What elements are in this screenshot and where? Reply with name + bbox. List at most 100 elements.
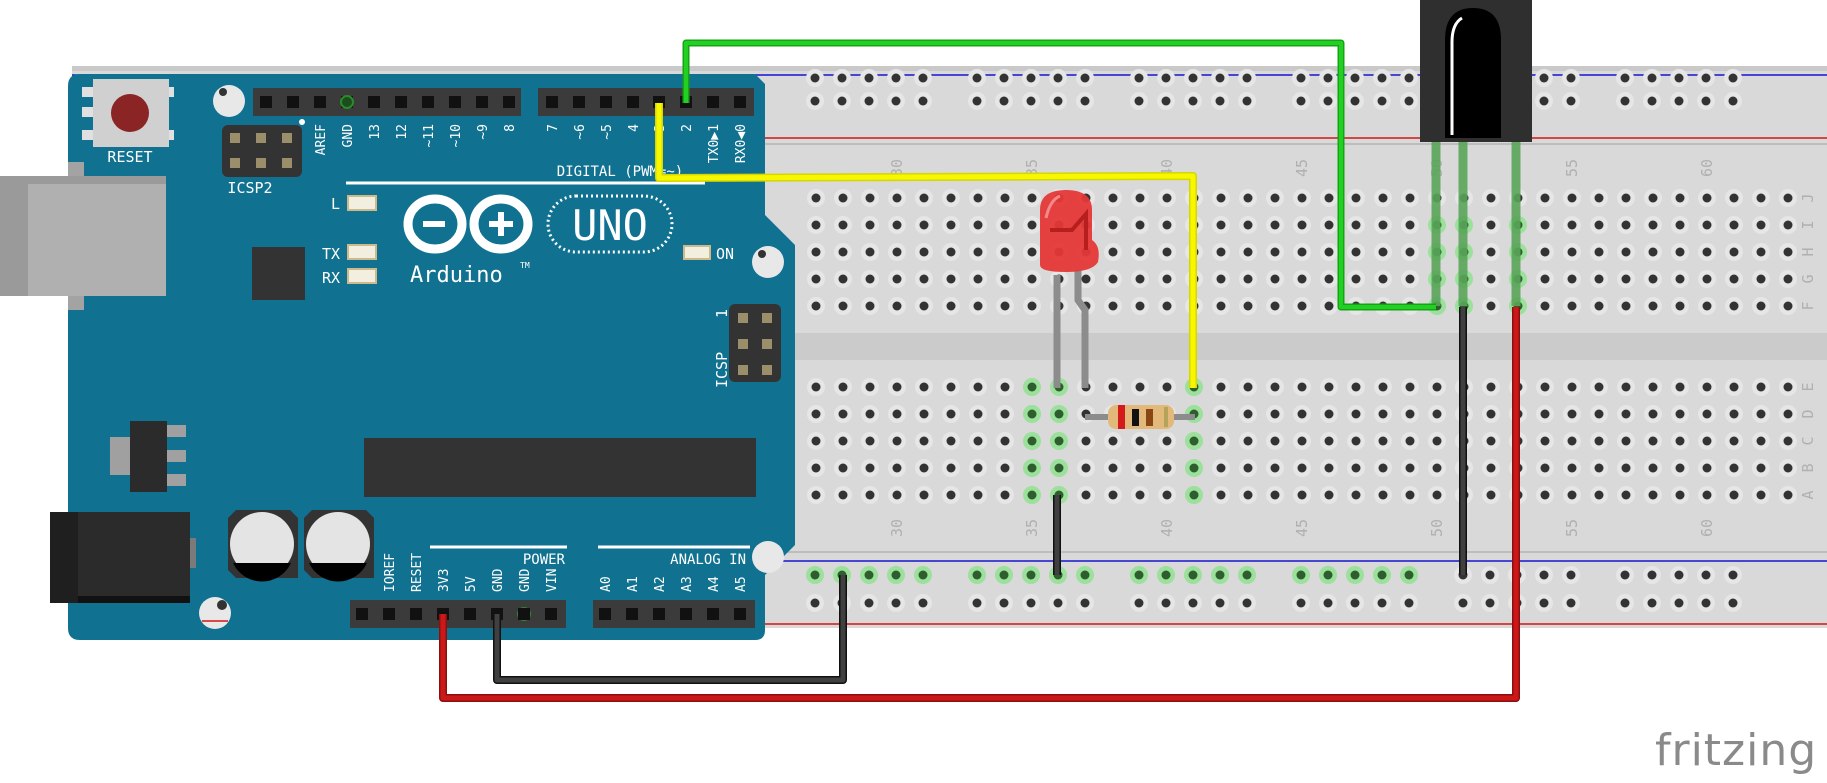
header-socket[interactable] bbox=[707, 96, 719, 108]
breadboard-hole[interactable] bbox=[973, 193, 983, 203]
rail-hole[interactable] bbox=[891, 598, 901, 608]
breadboard-hole[interactable] bbox=[838, 436, 848, 446]
rail-hole[interactable] bbox=[1566, 570, 1576, 580]
breadboard-hole[interactable] bbox=[1297, 409, 1307, 419]
breadboard-hole[interactable] bbox=[919, 490, 929, 500]
breadboard-hole[interactable] bbox=[811, 274, 821, 284]
breadboard-hole[interactable] bbox=[1729, 409, 1739, 419]
breadboard-hole[interactable] bbox=[1675, 409, 1685, 419]
breadboard-hole[interactable] bbox=[1162, 463, 1172, 473]
breadboard-hole[interactable] bbox=[1756, 463, 1766, 473]
rail-hole[interactable] bbox=[1377, 96, 1387, 106]
breadboard-hole[interactable] bbox=[1621, 220, 1631, 230]
rail-hole[interactable] bbox=[1728, 73, 1738, 83]
breadboard-hole[interactable] bbox=[1351, 274, 1361, 284]
rail-hole[interactable] bbox=[1323, 96, 1333, 106]
breadboard-hole[interactable] bbox=[919, 382, 929, 392]
breadboard-hole[interactable] bbox=[1000, 382, 1010, 392]
breadboard-hole[interactable] bbox=[811, 247, 821, 257]
breadboard-hole[interactable] bbox=[1405, 220, 1415, 230]
rail-hole[interactable] bbox=[1539, 570, 1549, 580]
breadboard-hole[interactable] bbox=[1783, 193, 1793, 203]
rail-hole[interactable] bbox=[1566, 598, 1576, 608]
rail-hole[interactable] bbox=[1647, 570, 1657, 580]
breadboard-hole[interactable] bbox=[1432, 409, 1442, 419]
breadboard-hole[interactable] bbox=[1108, 193, 1118, 203]
rail-hole[interactable] bbox=[1026, 570, 1036, 580]
breadboard-hole[interactable] bbox=[1567, 247, 1577, 257]
rail-hole[interactable] bbox=[1026, 598, 1036, 608]
breadboard-hole[interactable] bbox=[838, 220, 848, 230]
rail-hole[interactable] bbox=[1404, 96, 1414, 106]
breadboard-hole[interactable] bbox=[1135, 247, 1145, 257]
breadboard-hole[interactable] bbox=[1054, 463, 1064, 473]
breadboard-hole[interactable] bbox=[1594, 274, 1604, 284]
breadboard-hole[interactable] bbox=[838, 490, 848, 500]
breadboard-hole[interactable] bbox=[1594, 220, 1604, 230]
breadboard-hole[interactable] bbox=[973, 301, 983, 311]
rail-hole[interactable] bbox=[891, 570, 901, 580]
breadboard-hole[interactable] bbox=[1486, 220, 1496, 230]
breadboard-hole[interactable] bbox=[838, 463, 848, 473]
breadboard-hole[interactable] bbox=[1756, 490, 1766, 500]
breadboard-hole[interactable] bbox=[1243, 409, 1253, 419]
rail-hole[interactable] bbox=[891, 73, 901, 83]
breadboard-hole[interactable] bbox=[1702, 382, 1712, 392]
breadboard-hole[interactable] bbox=[1729, 382, 1739, 392]
breadboard-hole[interactable] bbox=[1081, 463, 1091, 473]
rail-hole[interactable] bbox=[1242, 73, 1252, 83]
rail-hole[interactable] bbox=[1728, 96, 1738, 106]
breadboard-hole[interactable] bbox=[973, 220, 983, 230]
breadboard-hole[interactable] bbox=[811, 301, 821, 311]
breadboard-hole[interactable] bbox=[1702, 463, 1712, 473]
breadboard-hole[interactable] bbox=[1108, 382, 1118, 392]
breadboard-hole[interactable] bbox=[1243, 382, 1253, 392]
breadboard-hole[interactable] bbox=[1621, 247, 1631, 257]
breadboard-hole[interactable] bbox=[1783, 301, 1793, 311]
rail-hole[interactable] bbox=[1728, 570, 1738, 580]
breadboard-hole[interactable] bbox=[1270, 382, 1280, 392]
rail-hole[interactable] bbox=[1377, 598, 1387, 608]
breadboard-hole[interactable] bbox=[838, 193, 848, 203]
breadboard-hole[interactable] bbox=[838, 409, 848, 419]
breadboard-hole[interactable] bbox=[1756, 436, 1766, 446]
breadboard-hole[interactable] bbox=[1108, 463, 1118, 473]
breadboard-hole[interactable] bbox=[865, 301, 875, 311]
rail-hole[interactable] bbox=[1323, 73, 1333, 83]
rail-hole[interactable] bbox=[1485, 570, 1495, 580]
breadboard-hole[interactable] bbox=[1243, 247, 1253, 257]
rail-hole[interactable] bbox=[1296, 570, 1306, 580]
breadboard-hole[interactable] bbox=[1216, 490, 1226, 500]
breadboard-hole[interactable] bbox=[919, 220, 929, 230]
breadboard-hole[interactable] bbox=[1351, 247, 1361, 257]
breadboard-hole[interactable] bbox=[1297, 193, 1307, 203]
breadboard-hole[interactable] bbox=[919, 436, 929, 446]
breadboard-hole[interactable] bbox=[1135, 436, 1145, 446]
header-socket[interactable] bbox=[518, 608, 530, 620]
rail-hole[interactable] bbox=[1134, 73, 1144, 83]
breadboard-hole[interactable] bbox=[1648, 436, 1658, 446]
breadboard-hole[interactable] bbox=[1216, 274, 1226, 284]
breadboard-hole[interactable] bbox=[1378, 247, 1388, 257]
breadboard-hole[interactable] bbox=[1135, 301, 1145, 311]
breadboard-hole[interactable] bbox=[1324, 220, 1334, 230]
breadboard-hole[interactable] bbox=[1000, 409, 1010, 419]
breadboard-hole[interactable] bbox=[1648, 274, 1658, 284]
rail-hole[interactable] bbox=[1620, 570, 1630, 580]
breadboard-hole[interactable] bbox=[1027, 436, 1037, 446]
rail-hole[interactable] bbox=[1674, 598, 1684, 608]
breadboard-hole[interactable] bbox=[838, 247, 848, 257]
header-socket[interactable] bbox=[476, 96, 488, 108]
breadboard-hole[interactable] bbox=[1567, 274, 1577, 284]
rail-hole[interactable] bbox=[1647, 96, 1657, 106]
rail-hole[interactable] bbox=[1296, 96, 1306, 106]
breadboard-hole[interactable] bbox=[1135, 382, 1145, 392]
breadboard-hole[interactable] bbox=[892, 382, 902, 392]
breadboard-hole[interactable] bbox=[1405, 490, 1415, 500]
breadboard-hole[interactable] bbox=[1351, 436, 1361, 446]
rail-hole[interactable] bbox=[972, 570, 982, 580]
breadboard-hole[interactable] bbox=[1027, 247, 1037, 257]
rail-hole[interactable] bbox=[1080, 598, 1090, 608]
breadboard-hole[interactable] bbox=[1567, 490, 1577, 500]
breadboard-hole[interactable] bbox=[1675, 436, 1685, 446]
